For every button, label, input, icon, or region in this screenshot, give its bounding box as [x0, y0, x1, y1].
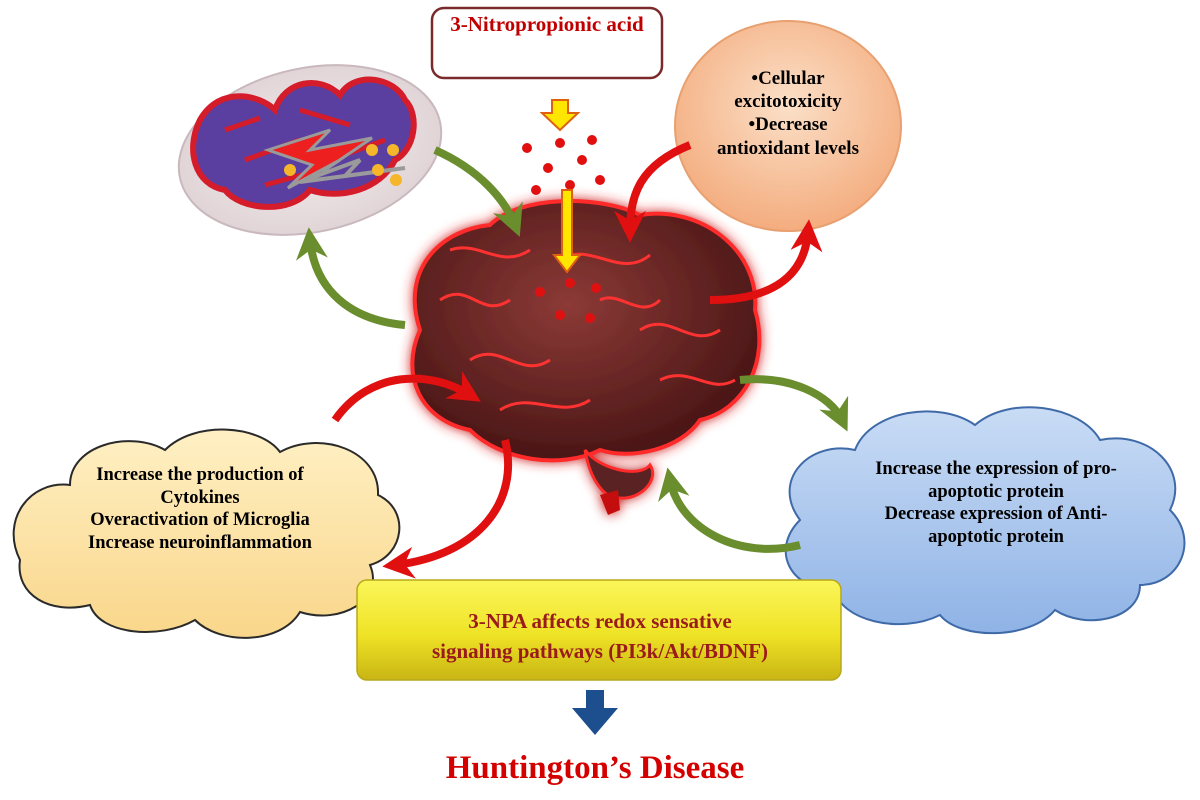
arrow-brain-to-apoptosis [739, 375, 849, 432]
inflammation-text: Increase the production of Cytokines Ove… [40, 464, 360, 554]
particle-dot [543, 163, 553, 173]
particle-dot [535, 287, 545, 297]
redox-text: 3-NPA affects redox sensative signaling … [370, 606, 830, 667]
particle-dot [565, 278, 575, 288]
excitotoxicity-line: antioxidant levels [717, 137, 859, 159]
outcome-title: Huntington’s Disease [445, 750, 745, 786]
arrow-brain-to-mito [296, 227, 406, 329]
redox-line: signaling pathways (PI3k/Akt/BDNF) [431, 639, 769, 664]
particle-dot [595, 175, 605, 185]
particle-dot [555, 310, 565, 320]
excitotoxicity-ellipse [674, 20, 902, 232]
particle-dot [591, 283, 601, 293]
particle-dot [366, 144, 378, 156]
inflammation-cloud [12, 428, 401, 639]
apoptosis-line: Decrease expression of Anti- [884, 504, 1108, 525]
lightning-icon [263, 128, 406, 190]
particle-dot [387, 144, 399, 156]
excitotoxicity-text: •Cellular excitotoxicity •Decrease antio… [688, 67, 888, 160]
arrow-mito-to-brain [433, 146, 523, 237]
toxin-box [430, 6, 664, 80]
excitotoxicity-line: •Decrease [748, 114, 828, 136]
redox-line: 3-NPA affects redox sensative [468, 609, 732, 633]
toxin-label: 3-Nitropropionic acid [450, 12, 644, 36]
particle-dot [577, 155, 587, 165]
apoptosis-text: Increase the expression of pro- apoptoti… [826, 458, 1166, 548]
inflammation-line: Overactivation of Microglia [90, 510, 310, 531]
particle-dot [565, 180, 575, 190]
particle-dot [531, 185, 541, 195]
particle-dot [390, 174, 402, 186]
apoptosis-line: Increase the expression of pro- [875, 459, 1117, 479]
down-arrow-icon [572, 690, 618, 735]
particle-dot [587, 135, 597, 145]
brain-icon [410, 199, 762, 515]
inflammation-line: Increase the production of [96, 465, 304, 485]
entry-arrow-icon [539, 99, 583, 274]
arrow-ellipse-to-brain [614, 141, 692, 243]
inflammation-line: Increase neuroinflammation [88, 532, 312, 553]
particle-dot [522, 143, 532, 153]
apoptosis-line: apoptotic protein [928, 526, 1064, 547]
particle-dot [585, 313, 595, 323]
arrow-brain-to-cloud [382, 439, 513, 579]
apoptosis-cloud [784, 406, 1186, 635]
excitotoxicity-line: excitotoxicity [734, 91, 842, 113]
particle-dot [284, 164, 296, 176]
particle-dot [555, 138, 565, 148]
arrow-cloud-to-brain [331, 371, 481, 423]
inflammation-line: Cytokines [160, 487, 240, 508]
arrow-apoptosis-to-brain [658, 467, 801, 553]
excitotoxicity-line: •Cellular [751, 68, 825, 89]
redox-box [356, 579, 842, 681]
apoptosis-line: apoptotic protein [928, 481, 1064, 502]
particle-dot [372, 164, 384, 176]
arrow-brain-to-ellipse [709, 219, 823, 304]
